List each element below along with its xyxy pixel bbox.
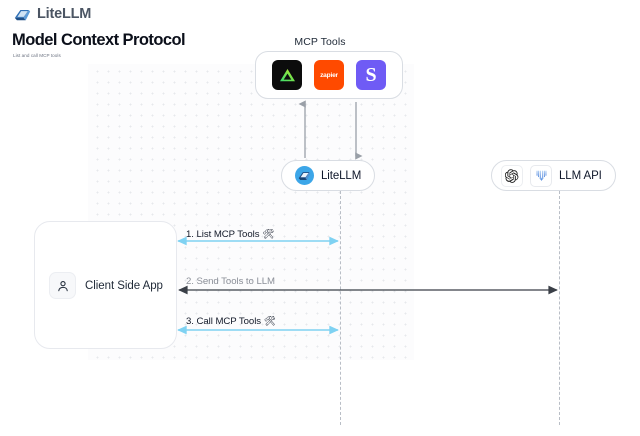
zapier-tool-icon[interactable]: zapier [314, 60, 344, 90]
node-llm-api-label: LLM API [559, 169, 602, 182]
tools-emoji-icon-1: 🛠 [262, 229, 275, 240]
zapier-label: zapier [320, 71, 338, 79]
lifeline-llm-api [559, 191, 560, 425]
diagram-canvas [0, 64, 640, 436]
brand-name: LiteLLM [37, 6, 92, 23]
page-title: Model Context Protocol [12, 31, 186, 49]
litellm-avatar-icon [295, 166, 314, 185]
message-1-label: 1. List MCP Tools 🛠 [186, 230, 274, 240]
tools-emoji-icon-3: 🛠 [263, 316, 276, 327]
message-2-text: 2. Send Tools to LLM [186, 276, 275, 287]
anthropic-glyph [536, 170, 546, 181]
s-label: S [365, 64, 377, 86]
canvas-mask-bottom [0, 360, 640, 436]
triangle-tool-icon[interactable] [272, 60, 302, 90]
message-1-text: 1. List MCP Tools [186, 229, 260, 240]
s-tool-icon[interactable]: S [356, 60, 386, 90]
message-3-label: 3. Call MCP Tools 🛠 [186, 317, 276, 327]
brand: LiteLLM [14, 7, 91, 22]
triangle-glyph [279, 68, 295, 81]
lifeline-litellm [340, 191, 341, 425]
client-side-app-label: Client Side App [85, 279, 163, 292]
node-litellm[interactable]: LiteLLM [281, 160, 376, 191]
litellm-avatar-glyph [298, 172, 311, 180]
page-subtitle: List and call MCP tools [13, 53, 61, 58]
node-litellm-label: LiteLLM [321, 169, 362, 182]
openai-glyph [505, 168, 519, 183]
anthropic-icon [530, 164, 552, 187]
openai-icon [501, 164, 523, 187]
user-icon [49, 272, 76, 299]
node-llm-api[interactable]: LLM API [491, 160, 616, 191]
message-2-label: 2. Send Tools to LLM [186, 277, 275, 287]
user-glyph [57, 280, 68, 291]
client-side-app-inner: Client Side App [49, 272, 163, 299]
client-side-app-card[interactable]: Client Side App [34, 221, 177, 349]
mcp-tools-box: zapier S [255, 51, 403, 99]
litellm-logo-icon [14, 9, 31, 21]
mcp-tools-title: MCP Tools [294, 36, 346, 48]
message-3-text: 3. Call MCP Tools [186, 316, 262, 327]
